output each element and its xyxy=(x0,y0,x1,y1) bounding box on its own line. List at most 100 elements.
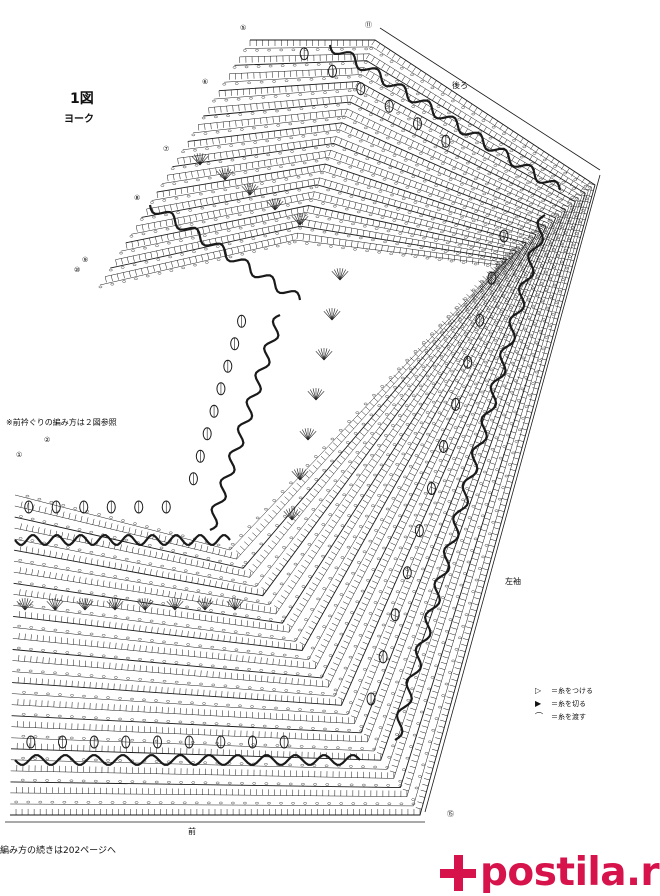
chain-stitch xyxy=(436,566,441,570)
stitch-tick xyxy=(251,162,254,169)
chain-stitch xyxy=(361,198,365,201)
stitch-tick xyxy=(350,143,354,150)
stitch-tick xyxy=(68,513,71,520)
chain-stitch xyxy=(521,417,525,420)
chain-stitch xyxy=(460,466,465,469)
stitch-tick xyxy=(250,103,252,110)
chain-stitch xyxy=(334,566,339,570)
stitch-tick xyxy=(508,309,515,313)
stitch-tick xyxy=(378,208,381,215)
stitch-tick xyxy=(478,258,480,265)
stitch-tick xyxy=(462,370,468,375)
stitch-tick xyxy=(312,153,314,160)
stitch-tick xyxy=(364,526,371,530)
stitch-tick xyxy=(530,336,536,340)
stitch-tick xyxy=(479,376,486,379)
stitch-tick xyxy=(86,517,89,524)
stitch-tick xyxy=(448,690,455,693)
chain-stitch xyxy=(530,194,535,197)
stitch-tick xyxy=(61,616,63,623)
stitch-tick xyxy=(470,373,477,377)
chain-stitch xyxy=(138,678,143,681)
stitch-tick xyxy=(478,110,483,116)
stitch-tick xyxy=(165,262,167,269)
chain-stitch xyxy=(334,232,339,236)
stitch-tick xyxy=(159,264,161,271)
chain-stitch xyxy=(287,726,291,729)
chain-stitch xyxy=(473,382,478,386)
stitch-tick xyxy=(314,662,317,669)
stitch-tick xyxy=(345,171,349,178)
stitch-tick xyxy=(335,657,342,661)
stitch-tick xyxy=(279,224,282,231)
stitch-tick xyxy=(448,119,453,125)
chain-stitch xyxy=(289,136,294,140)
chain-stitch xyxy=(18,559,23,562)
stitch-tick xyxy=(248,536,253,542)
stitch-tick xyxy=(309,112,311,119)
stitch-tick xyxy=(353,419,358,425)
stitch-tick xyxy=(468,490,475,493)
stitch-tick xyxy=(279,237,282,244)
stitch-tick xyxy=(54,636,56,643)
stitch-tick xyxy=(162,589,164,596)
chain-stitch xyxy=(325,783,330,786)
stitch-tick xyxy=(517,263,524,267)
stitch-tick xyxy=(216,598,218,605)
stitch-tick xyxy=(407,427,413,432)
stitch-tick xyxy=(421,725,428,728)
stitch-tick xyxy=(170,204,172,211)
chain-stitch xyxy=(324,764,329,767)
fan-stitch xyxy=(198,599,206,611)
stitch-tick xyxy=(279,530,285,536)
stitch-tick xyxy=(426,440,432,444)
stitch-tick xyxy=(324,451,330,456)
stitch-tick xyxy=(380,169,383,176)
stitch-tick xyxy=(378,154,382,161)
chain-stitch xyxy=(454,648,459,651)
chain-stitch xyxy=(274,725,279,728)
stitch-tick xyxy=(531,307,538,311)
chain-stitch xyxy=(307,543,312,546)
stitch-tick xyxy=(244,541,249,546)
chain-stitch xyxy=(380,216,385,219)
stitch-tick xyxy=(409,447,415,451)
stitch-tick xyxy=(384,463,391,468)
chain-stitch xyxy=(289,481,293,485)
stitch-tick xyxy=(140,530,143,537)
fan-stitch xyxy=(191,156,201,166)
chain-stitch xyxy=(485,264,490,267)
stitch-tick xyxy=(307,205,310,212)
stitch-tick xyxy=(150,569,152,576)
legend-text: ＝糸を渡す xyxy=(551,712,586,721)
chain-stitch xyxy=(285,191,289,194)
stitch-tick xyxy=(302,661,304,668)
chain-stitch xyxy=(380,385,385,388)
stitch-tick xyxy=(418,632,425,636)
chain-stitch xyxy=(219,801,223,805)
stitch-tick xyxy=(454,570,461,574)
stitch-tick xyxy=(208,107,210,114)
stitch-tick xyxy=(92,518,95,525)
stitch-tick xyxy=(230,136,233,143)
stitch-tick xyxy=(322,504,328,509)
chain-stitch xyxy=(514,350,519,353)
stitch-tick xyxy=(416,143,420,150)
chain-stitch xyxy=(358,108,362,111)
stitch-tick xyxy=(433,513,440,517)
stitch-tick xyxy=(252,532,257,537)
chain-stitch xyxy=(122,801,127,804)
chain-stitch xyxy=(542,158,547,162)
chain-stitch xyxy=(447,500,452,503)
stitch-tick xyxy=(42,613,45,620)
stitch-tick xyxy=(409,403,415,408)
chain-stitch xyxy=(304,63,309,67)
stitch-tick xyxy=(435,679,442,682)
chain-stitch xyxy=(283,671,288,674)
stitch-tick xyxy=(340,536,347,540)
stitch-tick xyxy=(343,475,349,480)
stitch-tick xyxy=(342,199,345,206)
chain-stitch xyxy=(548,324,552,328)
chain-stitch xyxy=(226,703,230,707)
chain-stitch xyxy=(164,213,168,217)
